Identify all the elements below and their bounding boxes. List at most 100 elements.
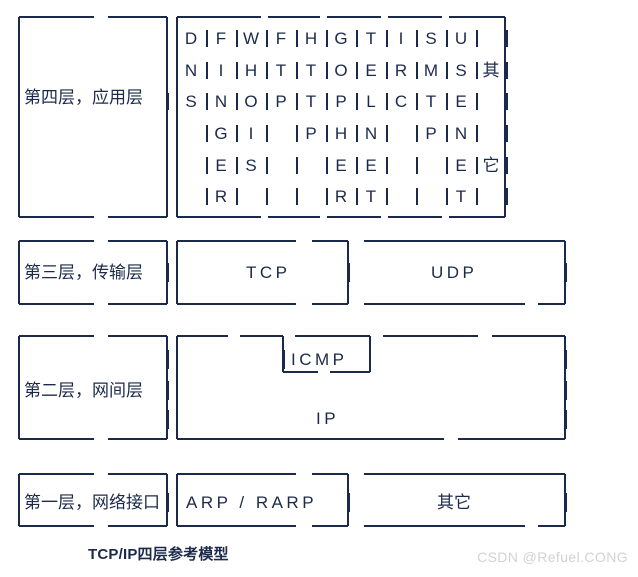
layer4-protocol-letter: T xyxy=(455,187,467,206)
layer4-protocol-letter: W xyxy=(242,29,260,48)
layer4-grid-right-rule xyxy=(506,157,508,174)
layer4-cell-separator xyxy=(446,30,448,47)
layer4-cell-separator xyxy=(296,188,298,205)
layer4-cell-separator xyxy=(476,30,478,47)
layer4-cell-separator xyxy=(416,62,418,79)
layer4-cell-separator xyxy=(236,188,238,205)
layer4-cell-separator xyxy=(236,125,238,142)
layer4-protocol-letter: D xyxy=(184,29,198,48)
layer4-cell-separator xyxy=(176,125,178,142)
layer4-cell-separator xyxy=(266,125,268,142)
layer2-left-rule xyxy=(18,381,20,400)
layer4-cell-separator xyxy=(386,62,388,79)
layer4-protocol-letter: S xyxy=(455,61,467,80)
layer4-left-rule-right xyxy=(167,93,169,110)
layer2-box-left-rule xyxy=(176,350,178,369)
layer4-protocol-letter: I xyxy=(218,61,224,80)
layer4-cell-separator xyxy=(326,62,328,79)
layer3-divider-rule xyxy=(348,263,350,282)
layer4-cell-separator xyxy=(476,93,478,110)
layer4-protocol-letter: O xyxy=(334,61,348,80)
layer4-left-rule xyxy=(18,125,20,142)
layer4-protocol-letter: T xyxy=(365,187,377,206)
layer1-box-left-rule xyxy=(176,493,178,512)
icmp-right-rule xyxy=(369,350,371,369)
layer4-protocol-letter: G xyxy=(334,29,348,48)
layer4-cell-separator xyxy=(446,157,448,174)
layer4-cell-separator xyxy=(446,62,448,79)
layer4-cell-separator xyxy=(356,93,358,110)
layer4-cell-separator xyxy=(176,93,178,110)
layer4-cell-separator xyxy=(206,93,208,110)
layer4-grid-right-rule xyxy=(506,62,508,79)
layer4-cell-separator xyxy=(176,157,178,174)
layer4-protocol-letter: P xyxy=(425,124,437,143)
layer4-cell-separator xyxy=(236,30,238,47)
protocol-ip: IP xyxy=(316,409,340,428)
layer4-cell-separator xyxy=(176,188,178,205)
protocol-udp: UDP xyxy=(431,263,478,282)
layer4-grid-right-rule xyxy=(506,93,508,110)
layer2-left-rule-right xyxy=(167,410,169,429)
layer4-cell-separator xyxy=(386,93,388,110)
layer4-cell-separator xyxy=(356,125,358,142)
layer4-protocol-letter: O xyxy=(244,92,258,111)
layer4-cell-separator xyxy=(266,157,268,174)
layer4-cell-separator xyxy=(206,62,208,79)
layer2-box-right-rule xyxy=(565,381,567,400)
layer4-cell-separator xyxy=(326,30,328,47)
layer4-protocol-letter: I xyxy=(398,29,404,48)
layer4-cell-separator xyxy=(356,188,358,205)
layer2-left-rule-right xyxy=(167,381,169,400)
layer2-left-rule xyxy=(18,350,20,369)
layer4-protocol-letter: P xyxy=(335,92,347,111)
layer4-grid-right-rule xyxy=(506,30,508,47)
layer4-protocol-letter: S xyxy=(425,29,437,48)
layer4-cell-separator xyxy=(386,188,388,205)
layer2-box-left-rule xyxy=(176,381,178,400)
layer4-cell-separator xyxy=(356,62,358,79)
layer4-protocol-letter: T xyxy=(305,92,317,111)
layer4-cell-separator xyxy=(386,157,388,174)
protocol-tcp: TCP xyxy=(246,263,291,282)
layer4-protocol-letter: E xyxy=(455,92,467,111)
layer4-protocol-letter: 其 xyxy=(482,61,500,80)
layer4-left-rule xyxy=(18,62,20,79)
layer4-protocol-letter: R xyxy=(394,61,408,80)
layer4-left-rule xyxy=(18,93,20,110)
layer4-cell-separator xyxy=(416,125,418,142)
layer4-cell-separator xyxy=(326,188,328,205)
layer4-protocol-letter: T xyxy=(425,92,437,111)
layer4-protocol-letter: N xyxy=(184,61,198,80)
layer4-cell-separator xyxy=(416,93,418,110)
layer4-protocol-letter: S xyxy=(245,156,257,175)
layer2-box-left-rule xyxy=(176,410,178,429)
layer4-cell-separator xyxy=(326,157,328,174)
layer1-name: 第一层，网络接口 xyxy=(24,493,160,512)
layer4-protocol-letter: E xyxy=(365,61,377,80)
layer3-name: 第三层，传输层 xyxy=(24,263,143,282)
layer4-left-rule xyxy=(18,188,20,205)
layer4-cell-separator xyxy=(386,30,388,47)
layer4-protocol-letter: N xyxy=(364,124,378,143)
layer4-cell-separator xyxy=(476,62,478,79)
layer1-divider-rule xyxy=(348,493,350,512)
layer3-left-rule-right xyxy=(167,263,169,282)
layer2-box-right-rule xyxy=(565,350,567,369)
layer4-protocol-letter: G xyxy=(214,124,228,143)
layer4-protocol-letter: E xyxy=(215,156,227,175)
layer4-cell-separator xyxy=(266,188,268,205)
layer4-cell-separator xyxy=(446,188,448,205)
layer4-cell-separator xyxy=(266,30,268,47)
layer4-cell-separator xyxy=(326,125,328,142)
layer4-protocol-letter: C xyxy=(394,92,408,111)
layer4-cell-separator xyxy=(236,157,238,174)
layer1-left-rule-right xyxy=(167,493,169,512)
layer4-protocol-letter: P xyxy=(305,124,317,143)
layer4-protocol-letter: N xyxy=(214,92,228,111)
layer4-protocol-letter: R xyxy=(334,187,348,206)
layer3-left-rule xyxy=(18,263,20,282)
layer4-grid-right-rule xyxy=(506,125,508,142)
